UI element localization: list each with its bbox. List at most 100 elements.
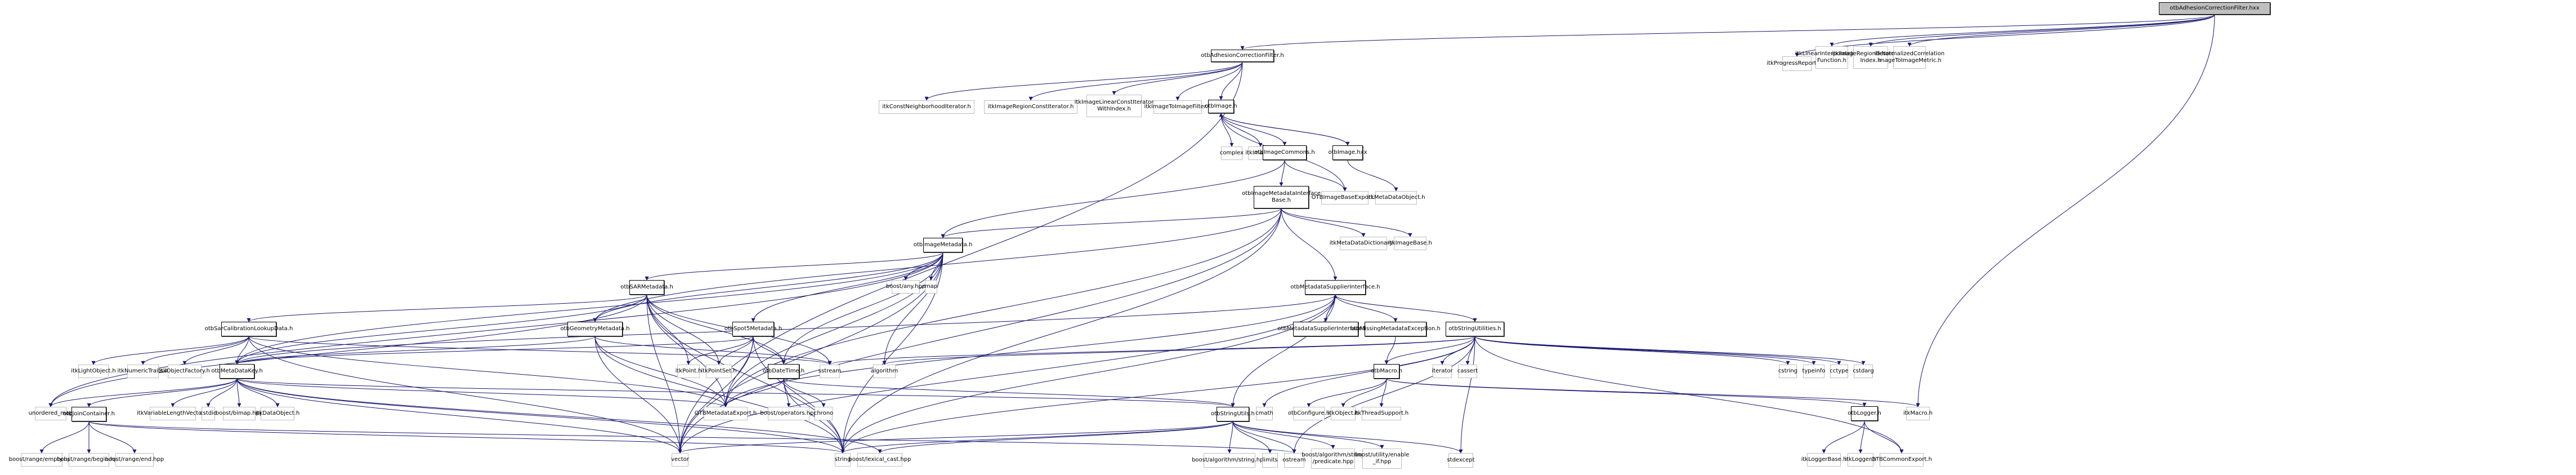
node-rangebegin: boost/range/begin.hpp [57, 453, 121, 467]
edge-spot5-to-itkpoint [686, 336, 754, 365]
node-mdkey[interactable]: otbMetaDataKey.h [211, 364, 263, 379]
node-cstdio: cstdio [200, 407, 217, 420]
node-datetime[interactable]: otbDateTime.h [763, 364, 804, 379]
edge-geommeta-to-mdexport [594, 336, 728, 407]
edge-mdkey-to-vector [236, 378, 682, 454]
node-stdexcept: stdexcept [1447, 453, 1475, 468]
edge-sarmeta-to-itkpointset [646, 294, 721, 365]
node-otbimagehxx[interactable]: otbImage.hxx [1328, 145, 1367, 160]
edge-otblogger-to-itklogger [1858, 420, 1865, 454]
edge-datetime-to-chrono [783, 378, 826, 407]
node-limits: limits [1262, 453, 1278, 468]
node-otblogger[interactable]: otbLogger.h [1848, 406, 1881, 421]
edge-otbmacro-to-itkobject [1341, 378, 1387, 407]
edge-mdsupp-to-strutilities [1335, 294, 1477, 322]
edge-imgmeta-to-mdkey [235, 252, 943, 365]
edge-mdsupp-to-mdkey [235, 294, 1336, 365]
node-otbimage[interactable]: otbImage.h [1205, 100, 1237, 113]
edge-mdkey-to-cstdio [206, 378, 238, 407]
node-commonexp: OTBCommonExport.h [1871, 453, 1932, 467]
edge-mdkey-to-dataobj [236, 378, 280, 407]
node-imgmeta[interactable]: otbImageMetadata.h [914, 238, 972, 252]
edge-imgcommons-to-imdib [1279, 159, 1285, 187]
edge-imgmeta-to-sarmeta [645, 252, 943, 281]
edge-spot5-to-itkpointset [717, 336, 754, 365]
node-string: string [835, 453, 851, 467]
edge-root-to-itkmacro [1916, 14, 2215, 407]
edge-strutilities-to-cctype [1474, 336, 1841, 365]
node-ostream: ostream [1282, 453, 1306, 468]
node-acf-h[interactable]: otbAdhesionCorrectionFilter.h [1201, 50, 1284, 62]
edge-sarmeta-to-mdexport [646, 294, 728, 407]
node-complex: complex [1220, 147, 1244, 160]
node-mdsupphxx[interactable]: otbMetadataSupplierInterface.hxx [1277, 322, 1374, 336]
node-lightobj: itkLightObject.h [71, 365, 116, 378]
node-itkpointset: itkPointSet.h [701, 365, 737, 378]
edge-root-to-regiter [1868, 14, 2215, 47]
edge-geommeta-to-vector [594, 336, 682, 454]
edge-otbmacro-to-otblogger [1386, 378, 1867, 407]
node-joincont[interactable]: otbJoinContainer.h [63, 407, 115, 421]
edge-imgmeta-to-algorithm [882, 252, 943, 365]
node-itkpoint: itkPoint.h [676, 365, 701, 378]
edge-imgmeta-to-unordmap [48, 252, 943, 407]
node-algstring: boost/algorithm/string.hpp [1192, 453, 1267, 468]
edge-spot5-to-datetime [753, 336, 786, 365]
node-sstream: sstream [819, 365, 841, 378]
edge-imdib-to-mdexport [723, 208, 1282, 407]
edge-strutilities-to-otbmacro [1384, 336, 1475, 365]
edge-mdkey-to-unordmap [48, 378, 238, 407]
edge-strutils-to-string [840, 421, 1233, 454]
node-cstring: cstring [1778, 365, 1797, 378]
node-otbconfig: otbConfigure.h [1288, 407, 1330, 420]
node-strutils[interactable]: otbStringUtils.h [1211, 407, 1255, 421]
node-cmath: cmath [1255, 407, 1273, 420]
edge-strutils-to-algstring [1227, 421, 1233, 454]
node-mdsupp[interactable]: otbMetadataSupplierInterface.h [1290, 280, 1380, 295]
edge-sarmeta-to-datetime [646, 294, 786, 365]
edge-mdkey-to-mdexport [236, 378, 728, 407]
edge-spot5-to-string [753, 336, 845, 454]
edge-strutilities-to-ostream [1292, 336, 1475, 454]
node-map: map [925, 280, 937, 294]
node-strutilities[interactable]: otbStringUtilities.h [1446, 322, 1504, 336]
node-rangeempty: boost/range/empty.hpp [9, 453, 74, 467]
edge-otbimage-to-itkimage [1220, 113, 1263, 147]
edge-sarcal-to-objfactory [182, 336, 249, 365]
node-sarmeta[interactable]: otbSARMetadata.h [620, 280, 673, 295]
edge-sarcal-to-mdexport [248, 336, 728, 407]
edge-acf_h-to-linconst [1112, 61, 1243, 95]
edge-sarcal-to-lightobj [91, 336, 249, 365]
edge-spot5-to-vector [678, 336, 754, 454]
node-normcorr: itkNormalizedCorrelation ImageToImageMet… [1875, 46, 1944, 69]
edge-joincont-to-rangeempty [39, 421, 90, 454]
edge-strutilities-to-cstring [1474, 336, 1790, 365]
node-dataobj: itkDataObject.h [256, 407, 299, 420]
edge-strutilities-to-algorithm [882, 336, 1475, 365]
edge-otbmacro-to-itkmacro [1386, 378, 1920, 407]
edge-imgmeta-to-string [840, 252, 943, 454]
node-varlen: itkVariableLengthVector.h [137, 407, 209, 420]
node-geommeta[interactable]: otbGeometryMetadata.h [560, 322, 630, 336]
edge-joincont-to-string [88, 421, 845, 454]
edge-strutilities-to-typeinfo [1474, 336, 1816, 365]
node-spot5[interactable]: otbSpot5Metadata.h [724, 322, 782, 336]
node-cassert: cassert [1457, 365, 1478, 378]
node-itkobject: itkObject.h [1328, 407, 1358, 420]
edge-geommeta-to-sstream [594, 336, 832, 365]
edge-geommeta-to-mdkey [235, 336, 596, 365]
edge-strutils-to-lexcast [878, 421, 1233, 454]
node-otbmacro[interactable]: otbMacro.h [1371, 364, 1402, 379]
edge-mdkey-to-strutils [236, 378, 1235, 407]
node-constneigh: itkConstNeighborhoodIterator.h [879, 100, 974, 114]
node-bimap: boost/bimap.hpp [216, 407, 263, 420]
node-imdib[interactable]: otbImageMetadataInterface Base.h [1242, 186, 1321, 208]
edge-otblogger-to-loggerbase [1822, 420, 1865, 454]
node-sarcal[interactable]: otbSarCalibrationLookupData.h [205, 322, 293, 336]
edge-datetime-to-string [783, 378, 845, 454]
node-missing[interactable]: otbMissingMetadataException.h [1350, 322, 1441, 336]
node-imgcommons[interactable]: otbImageCommons.h [1254, 145, 1315, 160]
node-root[interactable]: otbAdhesionCorrectionFilter.hxx [2159, 2, 2270, 15]
